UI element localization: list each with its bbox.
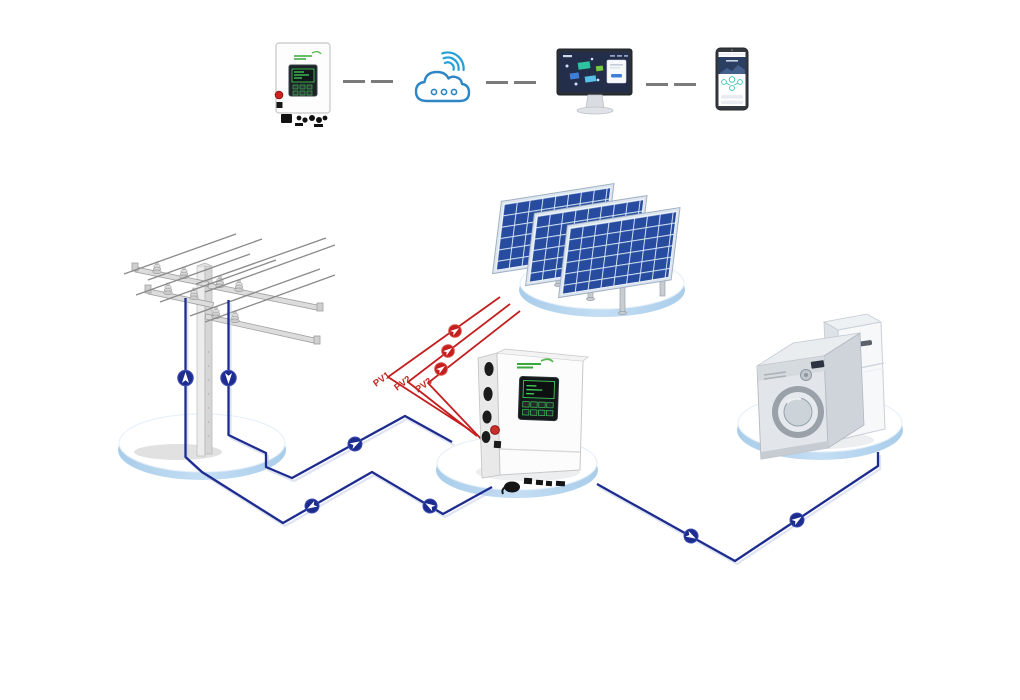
grid-import-line: [227, 300, 453, 480]
pv-dc-lines: [387, 296, 521, 443]
household-loads: [756, 313, 886, 460]
inverter-bottom-ports: [501, 477, 566, 495]
solar-panel-array: [491, 182, 681, 315]
inverter-display: [517, 375, 560, 422]
load-feed-line: [596, 452, 880, 563]
pv3-arrow-icon: [431, 359, 451, 379]
dashed-link-inverter-cloud: [343, 80, 393, 83]
web-monitor-icon: [556, 48, 633, 115]
app-flow-icons: [721, 76, 743, 91]
pole-steps: [207, 351, 210, 437]
monitor-stand: [585, 94, 605, 109]
inverter-device-icon: [274, 42, 331, 127]
grid-export-line: [184, 298, 493, 525]
export-up-arrow-icon: [177, 369, 194, 387]
dashboard-popup-card: [606, 59, 627, 84]
export-flow-arrow-icon: [301, 495, 323, 517]
dc-flow-arrows: [431, 321, 465, 379]
mobile-app-icon: [715, 47, 749, 111]
pv3-line: [427, 310, 521, 443]
dashed-link-cloud-monitor: [486, 81, 536, 84]
pv-module-3: [557, 206, 681, 299]
pv2-line: [407, 303, 511, 437]
hybrid-inverter-unit: [477, 348, 590, 495]
import-down-arrow-icon: [220, 369, 237, 387]
power-wires: [123, 233, 336, 323]
inverter-dc-switch: [490, 425, 500, 435]
dashboard-map-shapes: [565, 57, 604, 86]
dashed-link-monitor-phone: [646, 83, 696, 86]
ac-grid-lines: [184, 298, 880, 563]
load-flow-arrow2-icon: [786, 509, 808, 531]
wifi-signal-icon: [441, 51, 465, 72]
utility-grid-pole: [123, 233, 336, 457]
washing-machine-icon: [756, 332, 865, 460]
inverter-side-vents: [481, 362, 494, 443]
inverter-bottom-connectors: [281, 114, 328, 127]
pv3-label: PV3: [413, 376, 434, 395]
wifi-cloud-icon: [414, 51, 471, 103]
pv1-line: [387, 296, 501, 431]
pv1-label: PV1: [371, 370, 393, 390]
